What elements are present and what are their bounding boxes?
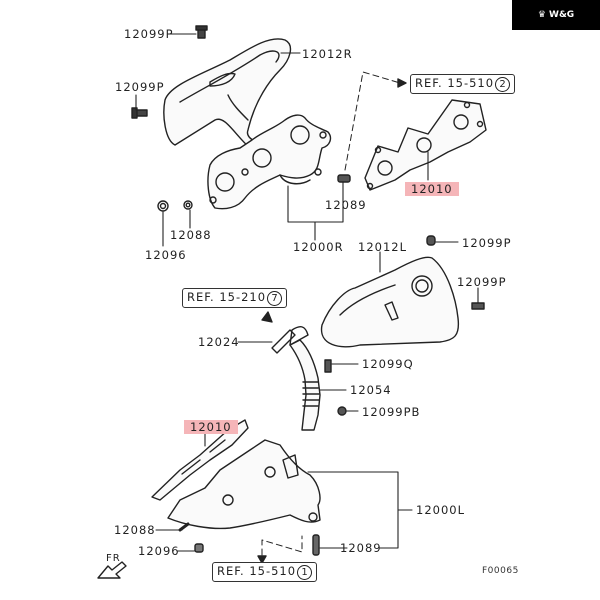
reference-number: 7 <box>267 291 283 306</box>
arrow-ref-top <box>397 78 407 88</box>
arrow-ref-bottom <box>257 555 267 564</box>
gasket-left <box>151 419 249 501</box>
reference-text: REF. 15-510 <box>217 564 297 578</box>
bolt-12099p-right2 <box>471 302 485 310</box>
gasket-12024 <box>271 329 296 354</box>
part-label-12012r: 12012R <box>302 47 353 61</box>
part-label-12099p: 12099P <box>124 27 174 41</box>
part-label-12099p: 12099P <box>462 236 512 250</box>
part-label-12024: 12024 <box>198 335 240 349</box>
bolt-12099p-left <box>131 107 148 119</box>
crown-icon: ♛ <box>537 10 550 20</box>
reference-number: 2 <box>495 77 511 92</box>
figure-code: F00065 <box>482 566 519 576</box>
bolt-12099pb <box>337 406 347 416</box>
brand-logo: ♛ W&G <box>512 0 600 30</box>
reference-text: REF. 15-510 <box>415 76 495 90</box>
part-label-12054: 12054 <box>350 383 392 397</box>
nut-12088-top <box>183 200 193 210</box>
part-label-12096: 12096 <box>145 248 187 262</box>
brand-label: W&G <box>549 10 575 20</box>
bolt-12099q <box>324 359 332 373</box>
part-label-12096: 12096 <box>138 544 180 558</box>
part-label-12000l: 12000L <box>416 503 465 517</box>
part-label-12010-highlighted: 12010 <box>184 420 238 434</box>
part-label-12000r: 12000R <box>293 240 344 254</box>
part-label-12088: 12088 <box>170 228 212 242</box>
part-label-12089: 12089 <box>325 198 367 212</box>
stud-12089-bottom <box>312 534 320 556</box>
part-label-12012l: 12012L <box>358 240 407 254</box>
part-label-12089: 12089 <box>340 541 382 555</box>
arrow-ref-mid <box>261 311 273 323</box>
part-label-12088: 12088 <box>114 523 156 537</box>
bolt-12099p-top <box>195 25 208 39</box>
reference-text: REF. 15-210 <box>187 290 267 304</box>
bolt-12088-bottom <box>178 522 190 532</box>
part-label-12099q: 12099Q <box>362 357 414 371</box>
front-marker: FR <box>106 553 121 564</box>
part-label-12099pb: 12099PB <box>362 405 421 419</box>
part-label-12010-highlighted: 12010 <box>405 182 459 196</box>
egr-pipe <box>289 326 321 431</box>
part-label-12099p: 12099P <box>457 275 507 289</box>
bolt-12099p-right1 <box>426 235 436 246</box>
nut-12096-top <box>157 200 169 212</box>
part-label-12099p: 12099P <box>115 80 165 94</box>
exhaust-manifold-left <box>167 439 321 530</box>
gasket-right <box>364 99 487 191</box>
stud-12089-top <box>337 174 351 183</box>
heat-shield-right <box>163 38 292 149</box>
nut-12096-bottom <box>194 543 204 553</box>
reference-number: 1 <box>297 565 313 580</box>
front-arrow-icon <box>97 561 127 579</box>
heat-shield-left <box>320 256 460 348</box>
exhaust-manifold-right <box>207 114 332 210</box>
